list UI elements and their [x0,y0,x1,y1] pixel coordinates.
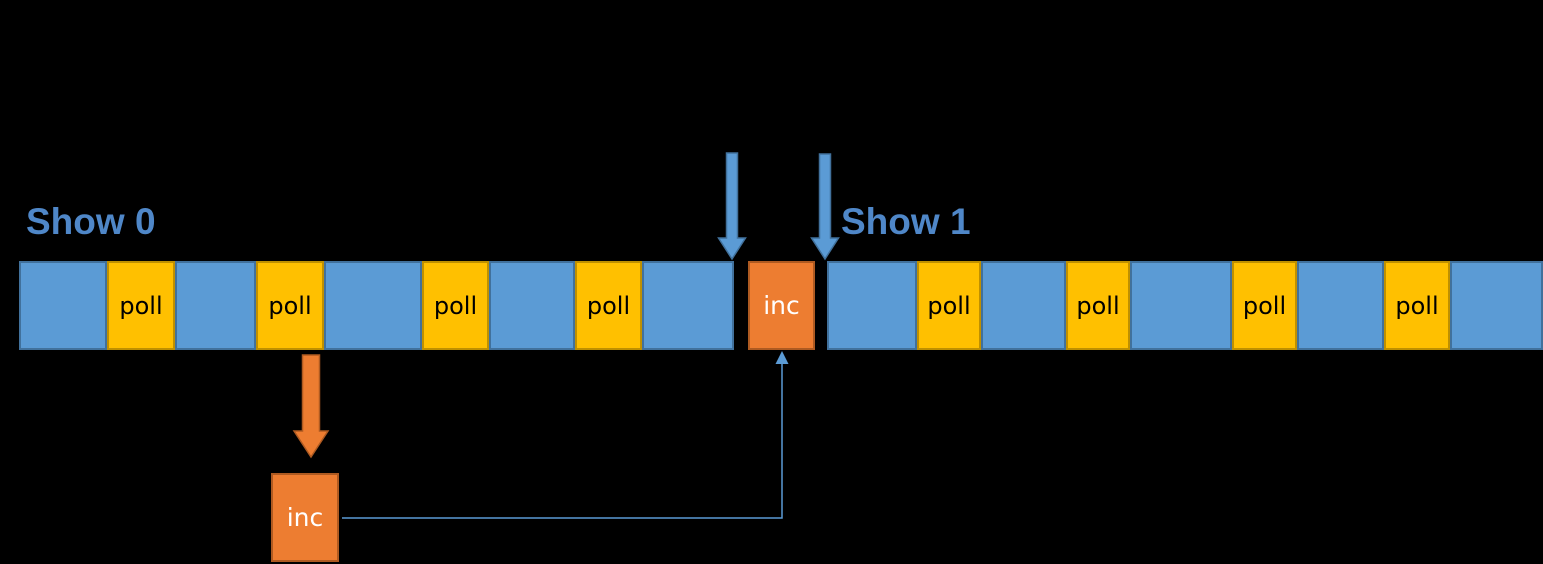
poll-block-label: poll [1395,291,1439,320]
poll-block: poll [1066,261,1130,350]
idle-block [642,261,734,350]
idle-block [1297,261,1384,350]
poll-block: poll [1384,261,1450,350]
idle-block [324,261,422,350]
poll-block: poll [256,261,324,350]
poll-block: poll [107,261,175,350]
idle-block [981,261,1066,350]
poll-block-label: poll [433,291,478,320]
down-arrow-left [717,152,747,261]
show-1-label: Show 1 [841,201,971,242]
poll-block: poll [575,261,642,350]
idle-block [489,261,575,350]
inc-block-detached-label: inc [286,503,324,532]
poll-block-label: poll [586,291,631,320]
idle-block [1450,261,1543,350]
idle-block [1130,261,1232,350]
poll-block: poll [422,261,489,350]
poll-block-label: poll [268,291,312,320]
poll-to-inc-arrow [292,354,330,459]
down-arrow-right [810,153,840,261]
inc-connector-arrowhead [775,351,789,364]
poll-block-label: poll [927,291,971,320]
idle-block [19,261,107,350]
poll-block: poll [1232,261,1297,350]
poll-block-label: poll [119,291,163,320]
inc-block-main: inc [748,261,815,350]
inc-connector-line [342,362,783,519]
idle-block [175,261,256,350]
inc-block-main-label: inc [763,291,800,320]
poll-block: poll [917,261,981,350]
poll-block-label: poll [1242,291,1287,320]
show-0-label: Show 0 [26,201,156,242]
inc-block-detached: inc [271,473,339,562]
idle-block [827,261,917,350]
poll-block-label: poll [1076,291,1120,320]
